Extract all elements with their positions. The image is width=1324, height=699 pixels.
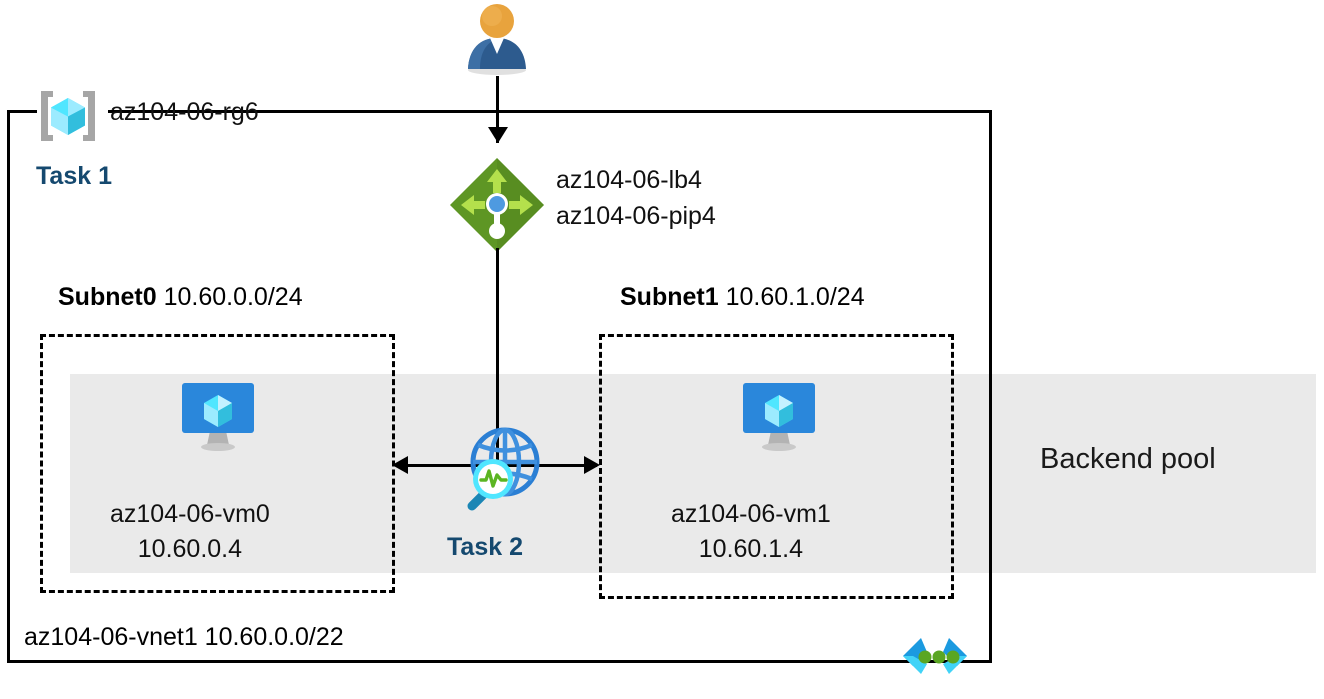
user-to-lb-arrowhead	[488, 127, 508, 143]
load-balancer-name: az104-06-lb4	[556, 166, 702, 194]
resource-group-box-top-left-segment	[7, 110, 37, 113]
vm0-label: az104-06-vm0 10.60.0.4	[110, 497, 270, 566]
resource-group-name: az104-06-rg6	[110, 98, 259, 126]
vm0-name: az104-06-vm0	[110, 500, 270, 528]
subnet1-title: Subnet1 10.60.1.0/24	[620, 283, 865, 312]
load-balancer-labels: az104-06-lb4 az104-06-pip4	[556, 163, 716, 234]
public-ip-name: az104-06-pip4	[556, 201, 716, 230]
vm1-label: az104-06-vm1 10.60.1.4	[671, 497, 831, 566]
vnet-label: az104-06-vnet1 10.60.0.0/22	[24, 623, 344, 651]
subnet0-cidr: 10.60.0.0/24	[163, 283, 303, 311]
subnet1-box	[599, 334, 954, 599]
user-icon	[462, 2, 532, 81]
vm1-ip: 10.60.1.4	[698, 534, 804, 563]
subnet0-title: Subnet0 10.60.0.0/24	[58, 283, 303, 312]
subnet-to-subnet-arrowhead-left	[392, 456, 408, 474]
virtual-machine-icon	[174, 379, 262, 462]
user-to-lb-line	[496, 76, 499, 143]
task-2-label: Task 2	[447, 533, 523, 561]
resource-group-box	[7, 110, 992, 663]
resource-group-icon	[33, 88, 103, 149]
virtual-network-icon	[895, 630, 975, 693]
backend-pool-band	[70, 374, 1316, 573]
subnet-to-subnet-arrowhead-right	[584, 456, 600, 474]
vm1-name: az104-06-vm1	[671, 500, 831, 528]
virtual-machine-icon	[735, 379, 823, 462]
network-watcher-icon	[455, 422, 551, 523]
subnet0-name: Subnet0	[58, 283, 157, 311]
subnet1-cidr: 10.60.1.0/24	[725, 283, 865, 311]
task-1-label: Task 1	[36, 162, 112, 190]
vm0-ip: 10.60.0.4	[137, 534, 243, 563]
lb-to-watcher-line	[496, 248, 499, 463]
load-balancer-icon	[447, 155, 547, 260]
subnet1-name: Subnet1	[620, 283, 719, 311]
resource-group-box-top-right-segment	[108, 110, 992, 113]
backend-pool-label: Backend pool	[1040, 443, 1216, 475]
